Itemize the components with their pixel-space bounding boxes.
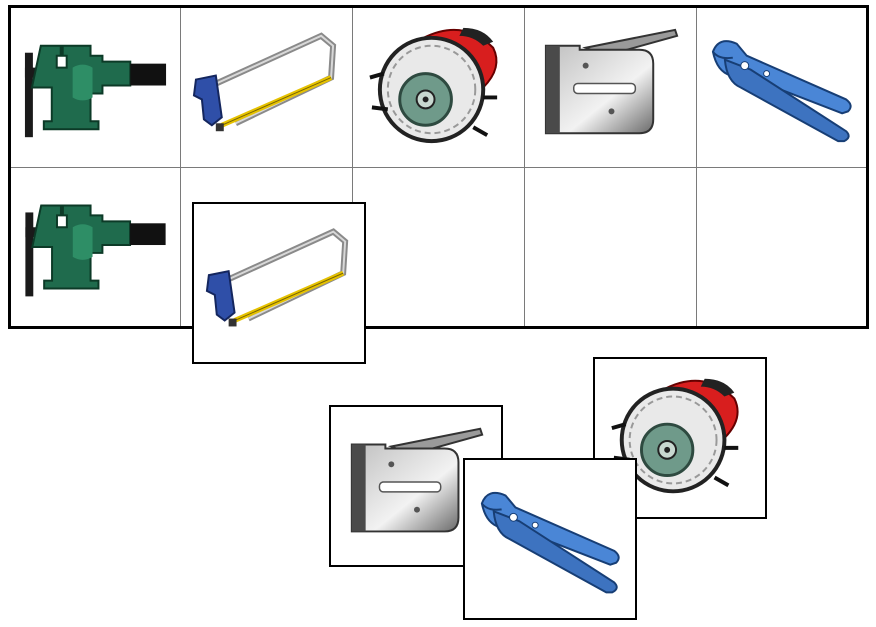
column-divider [696, 8, 697, 326]
hacksaw-icon [194, 204, 364, 362]
column-divider [180, 8, 181, 326]
locking-pliers-icon [480, 491, 620, 594]
hacksaw-card[interactable] [192, 202, 366, 364]
drop-slot-4[interactable] [525, 168, 696, 326]
locking-pliers-icon [711, 40, 852, 143]
vise-icon [23, 44, 168, 139]
drop-slot-1[interactable] [11, 168, 180, 326]
top-cell-pliers [697, 8, 866, 167]
top-cell-circular-saw [353, 8, 524, 167]
column-divider [352, 8, 353, 326]
vise-icon [24, 204, 167, 298]
hacksaw-icon [181, 8, 352, 167]
drop-slot-3[interactable] [353, 168, 524, 326]
tool-matching-board [8, 5, 869, 329]
top-cell-vise [11, 8, 180, 167]
column-divider [524, 8, 525, 326]
staple-gun-icon [544, 28, 679, 135]
top-cell-hacksaw [181, 8, 352, 167]
drop-slot-5[interactable] [697, 168, 866, 326]
circular-saw-icon [367, 25, 500, 144]
row-divider [11, 167, 866, 168]
pliers-card[interactable] [463, 458, 637, 620]
top-cell-staple-gun [525, 8, 696, 167]
